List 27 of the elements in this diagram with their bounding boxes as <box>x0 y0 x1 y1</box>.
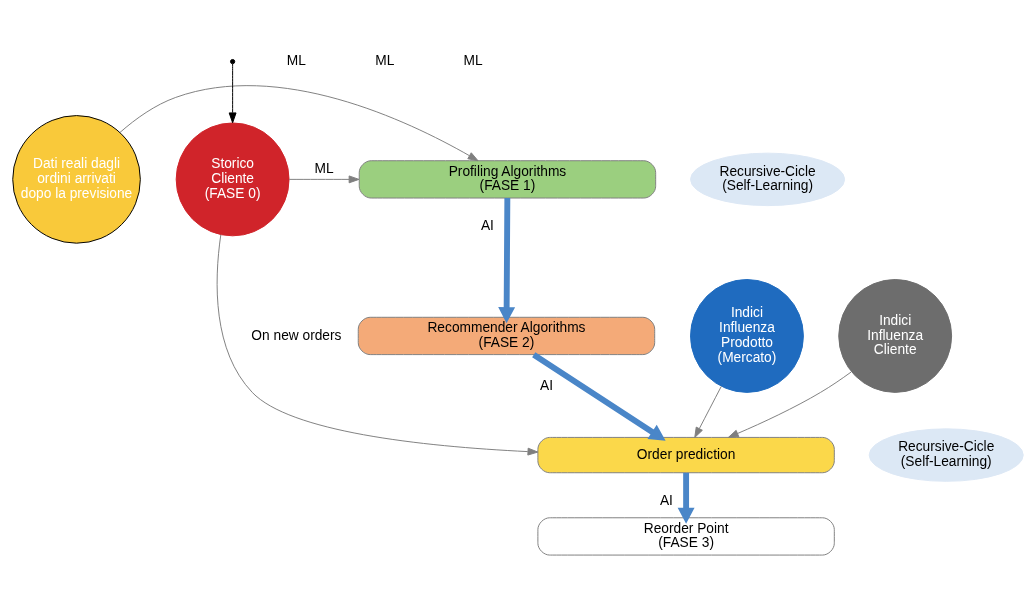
edge-label: On new orders <box>251 327 342 343</box>
node-ellipse: Recursive-Cicle (Self-Learning) <box>868 427 1024 482</box>
arrow <box>498 197 516 323</box>
arrow <box>216 233 539 456</box>
edge-label: AI <box>540 377 554 393</box>
arrow <box>727 370 852 438</box>
node-circle: Storico Cliente (FASE 0) <box>175 121 290 236</box>
label: ML <box>286 52 306 68</box>
node-circle: Indici Influenza Cliente <box>838 278 953 393</box>
label: ML <box>375 52 395 68</box>
edge-label: AI <box>659 492 673 508</box>
node-box: Reorder Point (FASE 3) <box>537 516 835 556</box>
arrow <box>288 174 360 183</box>
node-box: Order prediction <box>537 436 835 473</box>
arrow <box>532 351 666 441</box>
arrow <box>119 84 479 161</box>
node-ellipse: Recursive-Cicle (Self-Learning) <box>690 152 846 206</box>
edge-label: ML <box>314 160 334 176</box>
arrow <box>694 385 722 438</box>
node-box: Recommender Algorithms (FASE 2) <box>357 316 656 355</box>
label: ML <box>463 52 483 68</box>
arrow <box>677 472 695 524</box>
edge-label: AI <box>480 217 494 233</box>
node-circle: Dati reali dagli ordini arrivati dopo la previsione <box>12 114 141 244</box>
arrow <box>228 62 237 123</box>
node-circle: Indici Influenza Prodotto (Mercato) <box>690 278 804 393</box>
node-box: Profiling Algorithms (FASE 1) <box>358 159 657 198</box>
